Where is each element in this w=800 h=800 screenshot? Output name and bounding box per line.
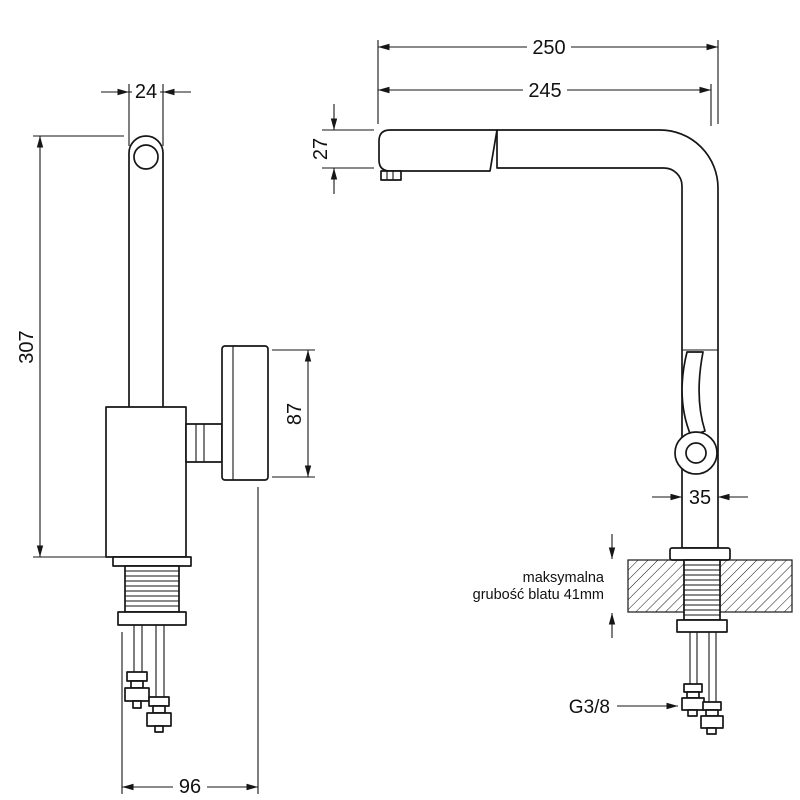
side-aerator (380, 170, 402, 181)
side-spray-head (378, 129, 498, 172)
countertop-right (719, 559, 793, 613)
front-hoses (133, 625, 165, 697)
front-base-depth-label: 96 (179, 776, 201, 798)
front-dimensions: 24 307 87 96 (16, 80, 315, 798)
front-total-height-label: 307 (16, 330, 38, 363)
front-faucet (105, 135, 269, 733)
front-hub-seams (195, 424, 205, 462)
front-view: 24 307 87 96 (16, 80, 315, 798)
side-faucet (378, 129, 793, 735)
side-base-flange (669, 547, 731, 561)
side-spout-body (496, 129, 719, 549)
side-spout-reach-label: 245 (528, 80, 561, 102)
counter-note-line1: maksymalna (523, 570, 605, 586)
front-handle-plate (221, 345, 269, 481)
dim-spout-tip-height: 27 (310, 104, 374, 194)
dim-spout-reach: 245 (378, 79, 712, 126)
front-cap-circle (133, 144, 159, 170)
front-neck (128, 135, 164, 410)
dim-handle-height: 87 (272, 349, 315, 478)
front-mounting-bracket (117, 611, 187, 626)
counter-note-line2: grubość blatu 41mm (473, 587, 604, 603)
side-hoses (689, 632, 717, 702)
front-body (105, 406, 187, 558)
side-hose-fitting-left (681, 683, 705, 717)
dim-base-depth: 96 (121, 487, 259, 798)
side-overall-reach-label: 250 (532, 37, 565, 59)
front-spout-width-label: 24 (135, 81, 157, 103)
front-hose-fitting-left (124, 671, 150, 709)
side-thread-lines (684, 564, 720, 616)
side-view: 250 245 27 35 (310, 36, 793, 735)
dim-thread-size: G3/8 (569, 697, 678, 718)
side-spout-tip-height-label: 27 (310, 138, 332, 160)
thread-size-label: G3/8 (569, 697, 610, 718)
dim-total-height: 307 (16, 135, 124, 558)
side-handle-knob-hole (685, 442, 707, 464)
side-aerator-slots (386, 171, 394, 180)
side-hose-fitting-right (700, 701, 724, 735)
countertop-left (627, 559, 685, 613)
side-mounting-bracket (676, 619, 728, 633)
front-thread-shank (124, 565, 180, 613)
dim-overall-reach: 250 (377, 36, 719, 124)
front-handle-height-label: 87 (284, 403, 306, 425)
front-hose-fitting-right (146, 696, 172, 733)
dim-body-width: 35 (652, 487, 748, 509)
front-base-flange (112, 556, 192, 567)
side-body-width-label: 35 (689, 487, 711, 509)
side-dimensions: 250 245 27 35 (310, 36, 748, 718)
front-thread-lines (125, 570, 179, 607)
dim-counter-thickness: maksymalna grubość blatu 41mm (473, 534, 616, 638)
dim-spout-width: 24 (101, 80, 191, 146)
